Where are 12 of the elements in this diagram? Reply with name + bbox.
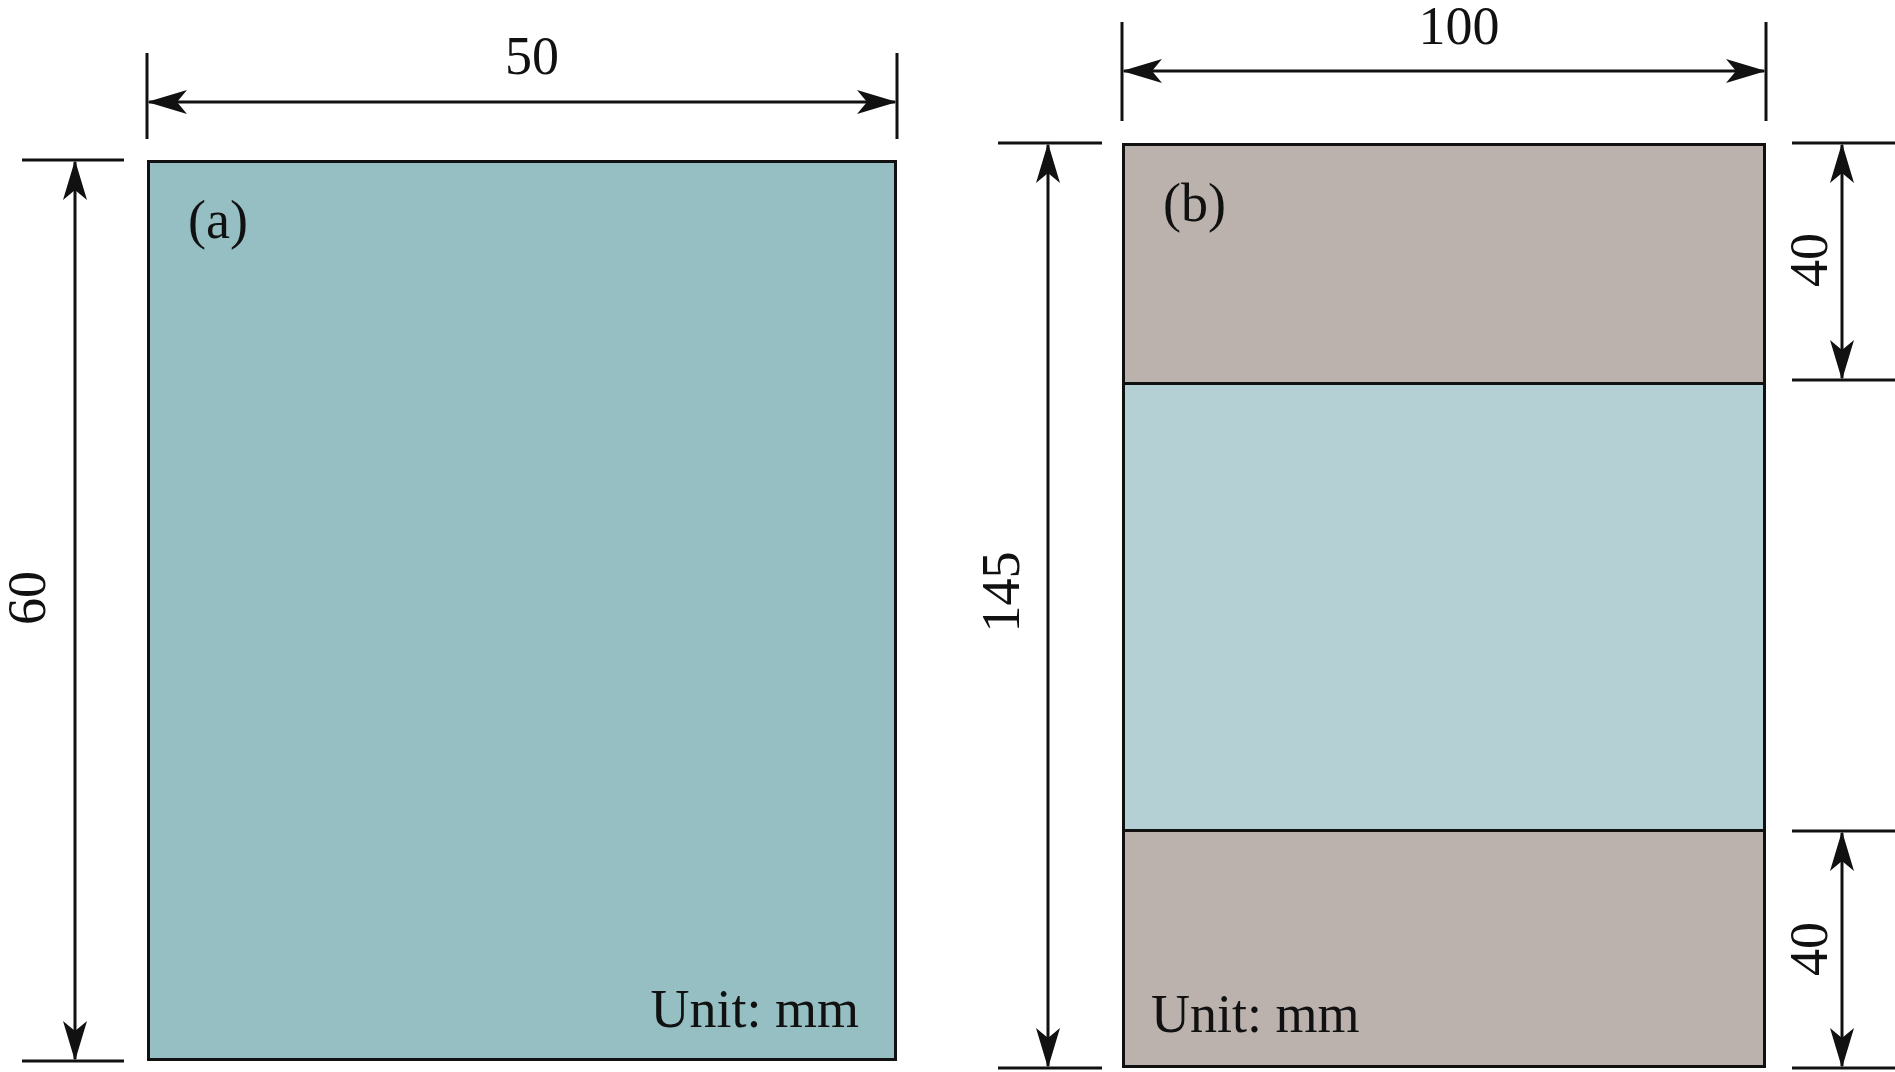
dimension-label: 40	[1782, 233, 1836, 287]
dimension-label: 60	[0, 571, 54, 625]
specimen-section	[1122, 829, 1766, 1068]
unit-note: Unit: mm	[1151, 987, 1360, 1041]
specimen-section	[1122, 143, 1766, 385]
dimension-label: 100	[1418, 0, 1500, 53]
specimen-section	[1122, 382, 1766, 832]
unit-note: Unit: mm	[650, 982, 859, 1036]
specimen-panel	[147, 160, 897, 1061]
dimension-label: 50	[505, 29, 559, 83]
dimension-label: 40	[1782, 922, 1836, 976]
dimension-label: 145	[974, 551, 1028, 633]
